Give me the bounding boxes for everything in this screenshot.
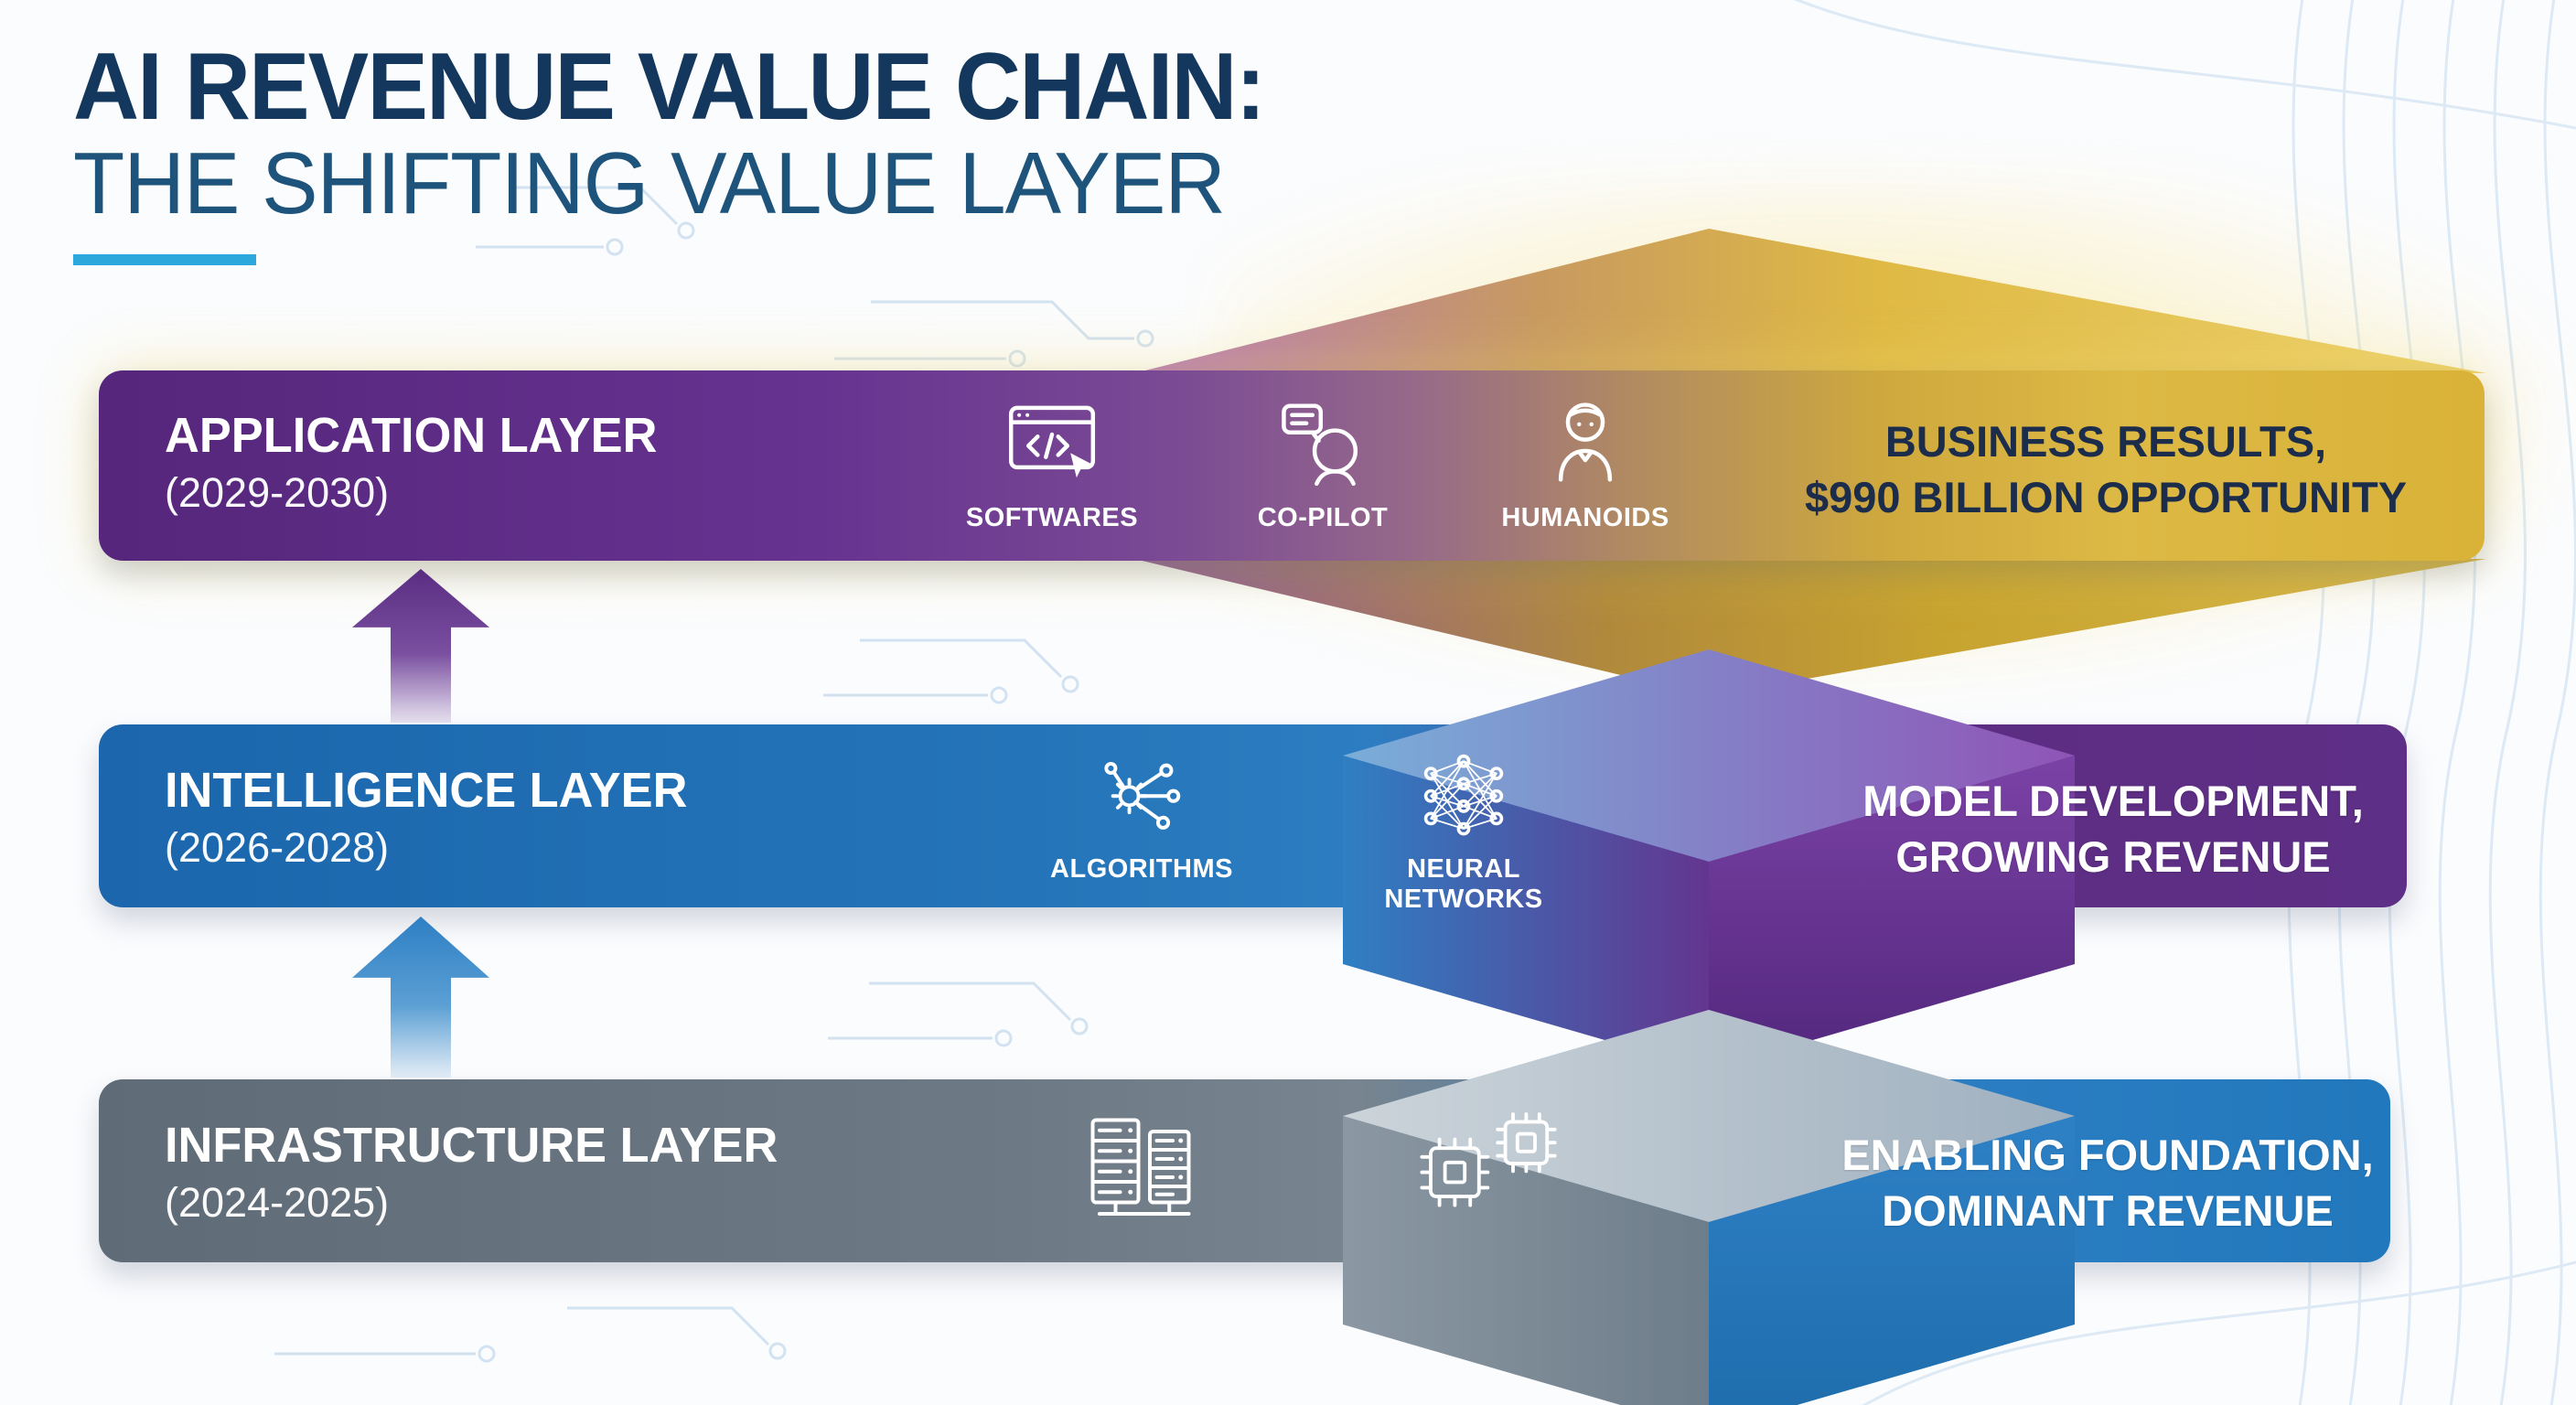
infrastructure-layer-title: INFRASTRUCTURE LAYER (165, 1118, 778, 1173)
humanoids-item: HUMANOIDS (1480, 391, 1690, 533)
application-layer-title: APPLICATION LAYER (165, 408, 658, 463)
application-result-line2: $990 BILLION OPPORTUNITY (1804, 473, 2408, 522)
copilot-icon (1282, 403, 1358, 487)
infrastructure-result-line1: ENABLING FOUNDATION, (1841, 1131, 2374, 1179)
application-layer-bar (99, 370, 2485, 561)
application-layer-heading: APPLICATION LAYER (2029-2030) (165, 410, 672, 517)
neural-networks-label: NEURAL NETWORKS (1384, 854, 1543, 914)
neural-networks-item: NEURAL NETWORKS (1326, 743, 1601, 915)
chips-icon (1420, 1112, 1557, 1207)
copilot-label: CO-PILOT (1257, 503, 1389, 532)
application-result-line1: BUSINESS RESULTS, (1884, 417, 2327, 466)
chips-item (1354, 1109, 1628, 1218)
infrastructure-layer-heading: INFRASTRUCTURE LAYER (2024-2025) (165, 1120, 797, 1227)
page-title-line1: AI REVENUE VALUE CHAIN: (73, 34, 1266, 140)
servers-icon (1090, 1118, 1191, 1216)
infrastructure-result-line2: DOMINANT REVENUE (1882, 1186, 2334, 1236)
header: AI REVENUE VALUE CHAIN: THE SHIFTING VAL… (73, 38, 1314, 265)
algorithms-item: ALGORITHMS (1004, 743, 1279, 885)
intelligence-layer-heading: INTELLIGENCE LAYER (2026-2028) (165, 765, 703, 872)
application-layer-years: (2029-2030) (165, 468, 390, 516)
intelligence-3d-box (1343, 649, 2075, 1070)
softwares-icon (1008, 405, 1096, 478)
page-title-line2: THE SHIFTING VALUE LAYER (73, 134, 1226, 233)
neural-networks-icon (1423, 754, 1504, 836)
application-result: BUSINESS RESULTS, $990 BILLION OPPORTUNI… (1722, 413, 2490, 525)
intelligence-result-line1: MODEL DEVELOPMENT, (1862, 777, 2364, 825)
softwares-item: SOFTWARES (947, 391, 1157, 533)
infrastructure-layer-years: (2024-2025) (165, 1178, 390, 1226)
softwares-label: SOFTWARES (965, 503, 1139, 532)
intelligence-result-line2: GROWING REVENUE (1895, 832, 2331, 882)
humanoids-icon (1558, 402, 1613, 482)
intelligence-layer-title: INTELLIGENCE LAYER (165, 763, 688, 818)
algorithms-label: ALGORITHMS (1050, 854, 1233, 884)
infrastructure-result: ENABLING FOUNDATION, DOMINANT REVENUE (1723, 1127, 2492, 1239)
intelligence-layer-years: (2026-2028) (165, 823, 390, 871)
servers-item (1026, 1109, 1264, 1223)
algorithms-icon (1104, 762, 1181, 830)
humanoids-label: HUMANOIDS (1501, 503, 1669, 532)
title-underline (73, 253, 256, 265)
copilot-item: CO-PILOT (1218, 391, 1428, 533)
intelligence-result: MODEL DEVELOPMENT, GROWING REVENUE (1729, 773, 2497, 885)
